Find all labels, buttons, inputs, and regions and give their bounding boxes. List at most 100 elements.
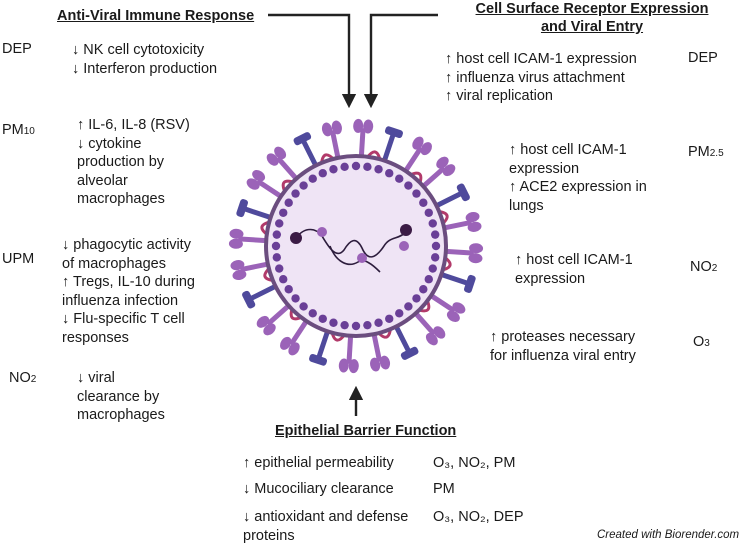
text-line: ↑ host cell ICAM-1 <box>515 252 633 268</box>
envelope-interior <box>268 158 444 334</box>
text-line: ↓ Flu-specific T cell <box>62 311 185 327</box>
text-line: ↓ cytokine <box>77 135 142 152</box>
label-dep-left: DEP <box>2 41 32 57</box>
matrix-protein-dot <box>363 320 372 330</box>
ribonucleoprotein-bead <box>317 227 327 237</box>
spike-head <box>436 156 449 169</box>
spike-stalk <box>402 146 424 174</box>
matrix-protein-dot <box>385 169 394 178</box>
spike-head <box>280 336 292 350</box>
hemagglutinin-spike <box>230 260 271 281</box>
spike-head <box>412 136 424 150</box>
matrix-protein-dot <box>284 285 293 294</box>
spike-head <box>465 211 480 223</box>
spike-stalk <box>266 302 292 327</box>
ribonucleoprotein-bead <box>400 224 412 236</box>
watermark: Created with Biorender.com <box>597 529 740 541</box>
hemagglutinin-spike <box>228 228 269 249</box>
rna-segment <box>329 245 381 273</box>
hemagglutinin-spike <box>280 318 310 356</box>
heading-surface-line1: Cell Surface Receptor Expression <box>475 1 709 17</box>
spike-stalk <box>443 248 474 256</box>
spike-head <box>331 120 342 135</box>
matrix-protein-dot <box>272 253 282 262</box>
spike-head <box>228 238 243 249</box>
spike-head <box>274 146 287 160</box>
matrix-protein-dot <box>279 208 288 217</box>
ribonucleoprotein-bead <box>290 232 302 244</box>
label-upm-left: UPM <box>2 251 35 267</box>
spike-head <box>379 355 391 370</box>
spike-head <box>468 253 483 264</box>
spike-head <box>293 132 312 146</box>
spike-stalk <box>346 333 354 364</box>
matrix-protein-dot <box>428 264 437 273</box>
matrix-protein-dot <box>299 302 308 311</box>
label-o3-right: O3 <box>693 334 710 350</box>
label-sub: 3 <box>704 338 710 349</box>
spike-stalk <box>239 261 271 273</box>
hemagglutinin-spike <box>338 333 359 374</box>
matrix-protein-dot <box>284 198 293 207</box>
text-line: ↓ antioxidant and defense <box>243 509 409 525</box>
hemagglutinin-spike <box>412 310 446 346</box>
neuraminidase-spike <box>242 283 279 309</box>
spike-head <box>433 326 446 339</box>
text-line: ↓ phagocytic activity <box>62 237 191 253</box>
spike-head <box>442 164 456 177</box>
matrix-protein-dot <box>412 294 421 303</box>
text-line: lungs <box>509 197 544 214</box>
matrix-protein-dot <box>351 321 361 331</box>
hemagglutinin-spike <box>353 118 374 159</box>
spike-stalk <box>329 129 341 161</box>
matrix-protein-dot <box>404 181 413 190</box>
neuraminidase-spike <box>236 199 274 221</box>
text-block-o3-right: ↑ proteases necessary for influenza vira… <box>490 328 636 365</box>
spike-head <box>309 353 328 366</box>
text-line: clearance by <box>77 388 160 405</box>
spike-stalk <box>371 331 383 363</box>
matrix-protein-dot <box>395 309 404 318</box>
matrix-protein-dot <box>374 165 383 174</box>
spike-head <box>363 119 374 134</box>
spike-head <box>230 260 245 271</box>
influenza-virus-particle <box>228 118 484 374</box>
spike-head <box>420 142 432 156</box>
hemagglutinin-spike <box>266 146 300 182</box>
matrix-protein-dot <box>272 230 282 239</box>
text-line: ↓ viral <box>77 370 115 386</box>
hemagglutinin-spike <box>402 136 432 174</box>
spike-head <box>252 170 266 182</box>
matrix-protein-dot <box>431 241 441 251</box>
matrix-protein-dot <box>385 314 394 323</box>
neuraminidase-spike <box>381 126 403 164</box>
spike-stalk <box>358 128 366 159</box>
spike-head <box>321 122 333 137</box>
text-line: ↑ ACE2 expression in <box>509 179 647 195</box>
matrix-protein-dot <box>419 285 428 294</box>
bottom-effect-row-3: ↓ antioxidant and defense proteins <box>243 508 408 545</box>
hemagglutinin-spike <box>256 302 292 336</box>
label-no2-left: NO2 <box>9 370 36 386</box>
matrix-protein-dot <box>424 275 433 284</box>
label-sub: 2 <box>711 263 718 274</box>
hemagglutinin-spike <box>443 243 484 264</box>
matrix-protein-dot <box>374 318 383 327</box>
text-line: ↑ Tregs, IL-10 during <box>62 274 195 290</box>
matrix-protein-dot <box>318 314 327 323</box>
spike-stalk <box>381 133 396 164</box>
text-block-dep-right: ↑ host cell ICAM-1 expression ↑ influenz… <box>445 50 637 106</box>
neuraminidase-spike <box>393 323 419 360</box>
spike-stalk <box>441 219 473 231</box>
matrix-protein-dot <box>291 189 300 198</box>
bottom-effect-row-2: ↓ Mucociliary clearance <box>243 481 394 497</box>
matrix-protein-dot <box>308 174 317 183</box>
spike-stalk <box>412 310 437 336</box>
text-line: expression <box>515 270 586 287</box>
matrix-protein-dot <box>395 174 404 183</box>
text-line: alveolar <box>77 172 128 189</box>
spike-stalk <box>438 271 469 286</box>
spike-head <box>266 153 279 166</box>
matrix-protein-dot <box>424 208 433 217</box>
